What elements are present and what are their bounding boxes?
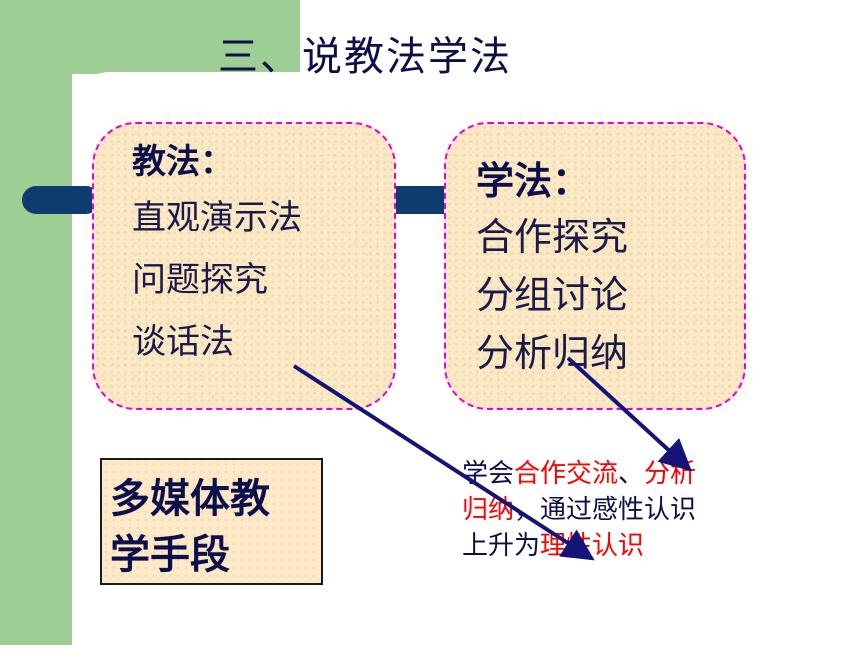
teaching-item: 直观演示法 [132, 198, 302, 238]
middle-connector-bar [392, 186, 448, 214]
side-green-panel [0, 0, 72, 645]
outcome-text: 学会 [462, 459, 515, 489]
multimedia-line-1: 多媒体教 [110, 476, 270, 522]
teaching-item: 谈话法 [132, 322, 234, 362]
learning-heading: 学法： [476, 159, 591, 203]
outcome-highlight: 归纳 [462, 495, 515, 525]
outcome-line-1: 学会合作交流、分析 [462, 456, 696, 492]
outcome-text: ，通过感性认识 [514, 495, 697, 525]
learning-methods-box: 学法： 合作探究 分组讨论 分析归纳 [444, 122, 746, 410]
arrows-layer [292, 356, 692, 561]
teaching-item: 问题探究 [132, 260, 268, 300]
slide-title: 三、说教法学法 [218, 34, 512, 80]
teaching-heading: 教法： [132, 142, 234, 182]
teaching-methods-box: 教法： 直观演示法 问题探究 谈话法 [92, 122, 396, 410]
learning-item: 分析归纳 [476, 331, 629, 375]
outcome-highlight: 合作交流 [514, 459, 619, 489]
learning-item: 合作探究 [476, 215, 629, 259]
learning-item: 分组讨论 [476, 273, 629, 317]
left-connector-bar [22, 186, 100, 214]
multimedia-box: 多媒体教 学手段 [100, 458, 323, 585]
outcome-text: 上升为 [462, 531, 541, 561]
top-green-band [0, 0, 300, 74]
outcome-text: 、 [618, 459, 645, 489]
arrow-learning-to-outcome [566, 356, 692, 472]
outcome-line-2: 归纳，通过感性认识 [462, 492, 696, 528]
multimedia-line-2: 学手段 [110, 532, 230, 578]
arrow-teaching-to-outcome [292, 364, 595, 561]
